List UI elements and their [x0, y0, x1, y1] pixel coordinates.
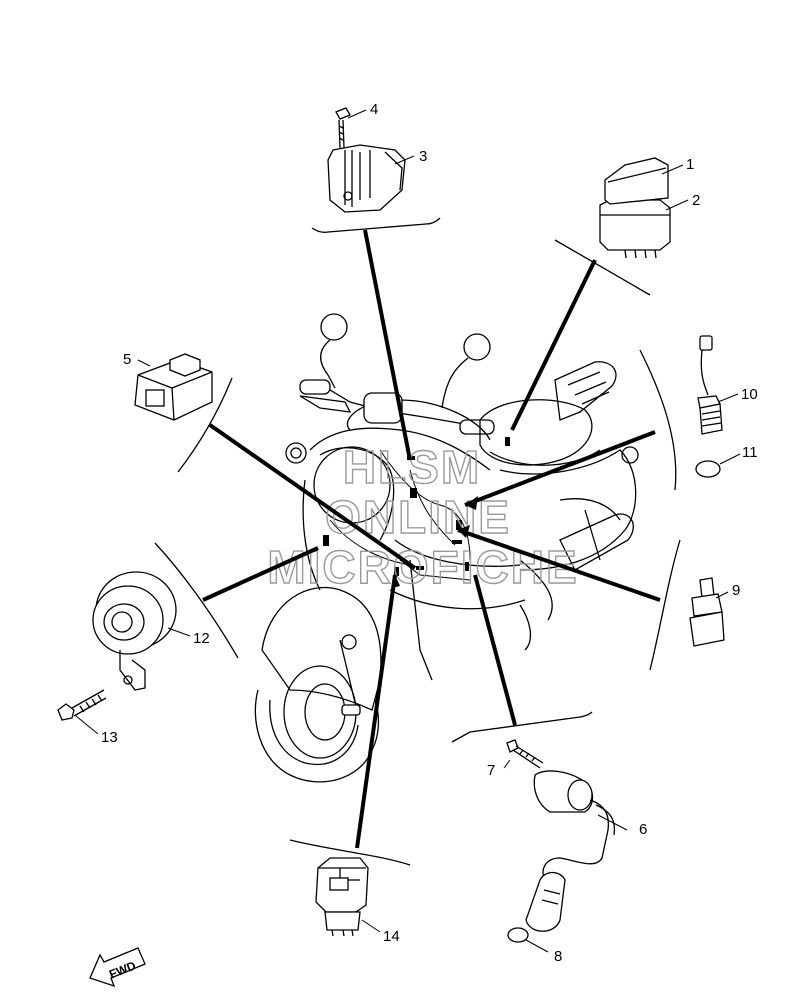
callout-8: 8 — [554, 948, 562, 965]
part-sensor-switch — [689, 577, 729, 647]
callout-7: 7 — [487, 762, 495, 779]
part-coupler — [134, 353, 213, 421]
part-relay — [315, 857, 381, 937]
callout-1: 1 — [686, 156, 694, 173]
callout-2: 2 — [692, 192, 700, 209]
callout-5: 5 — [123, 351, 131, 368]
watermark: HLSM ONLINE MICROFICHE — [267, 440, 578, 593]
callout-labels: 1 2 3 4 5 6 7 8 9 10 11 12 13 14 — [101, 101, 758, 965]
callout-10: 10 — [741, 386, 758, 403]
leader-lines — [154, 217, 681, 866]
callout-3: 3 — [419, 148, 427, 165]
callout-13: 13 — [101, 729, 118, 746]
part-ignition-coil — [503, 739, 628, 953]
part-horn — [57, 571, 191, 735]
part-rectifier-regulator — [327, 107, 415, 213]
watermark-line-1: HLSM — [343, 441, 481, 493]
callout-4: 4 — [370, 101, 378, 118]
callout-14: 14 — [383, 928, 400, 945]
forward-direction-arrow: FWD — [89, 947, 146, 988]
callout-6: 6 — [639, 821, 647, 838]
callout-12: 12 — [193, 630, 210, 647]
part-cdi-unit — [599, 157, 689, 259]
part-thermo-sensor — [695, 335, 741, 478]
callout-9: 9 — [732, 582, 740, 599]
scooter-illustration — [254, 313, 639, 783]
callout-11: 11 — [742, 444, 758, 461]
